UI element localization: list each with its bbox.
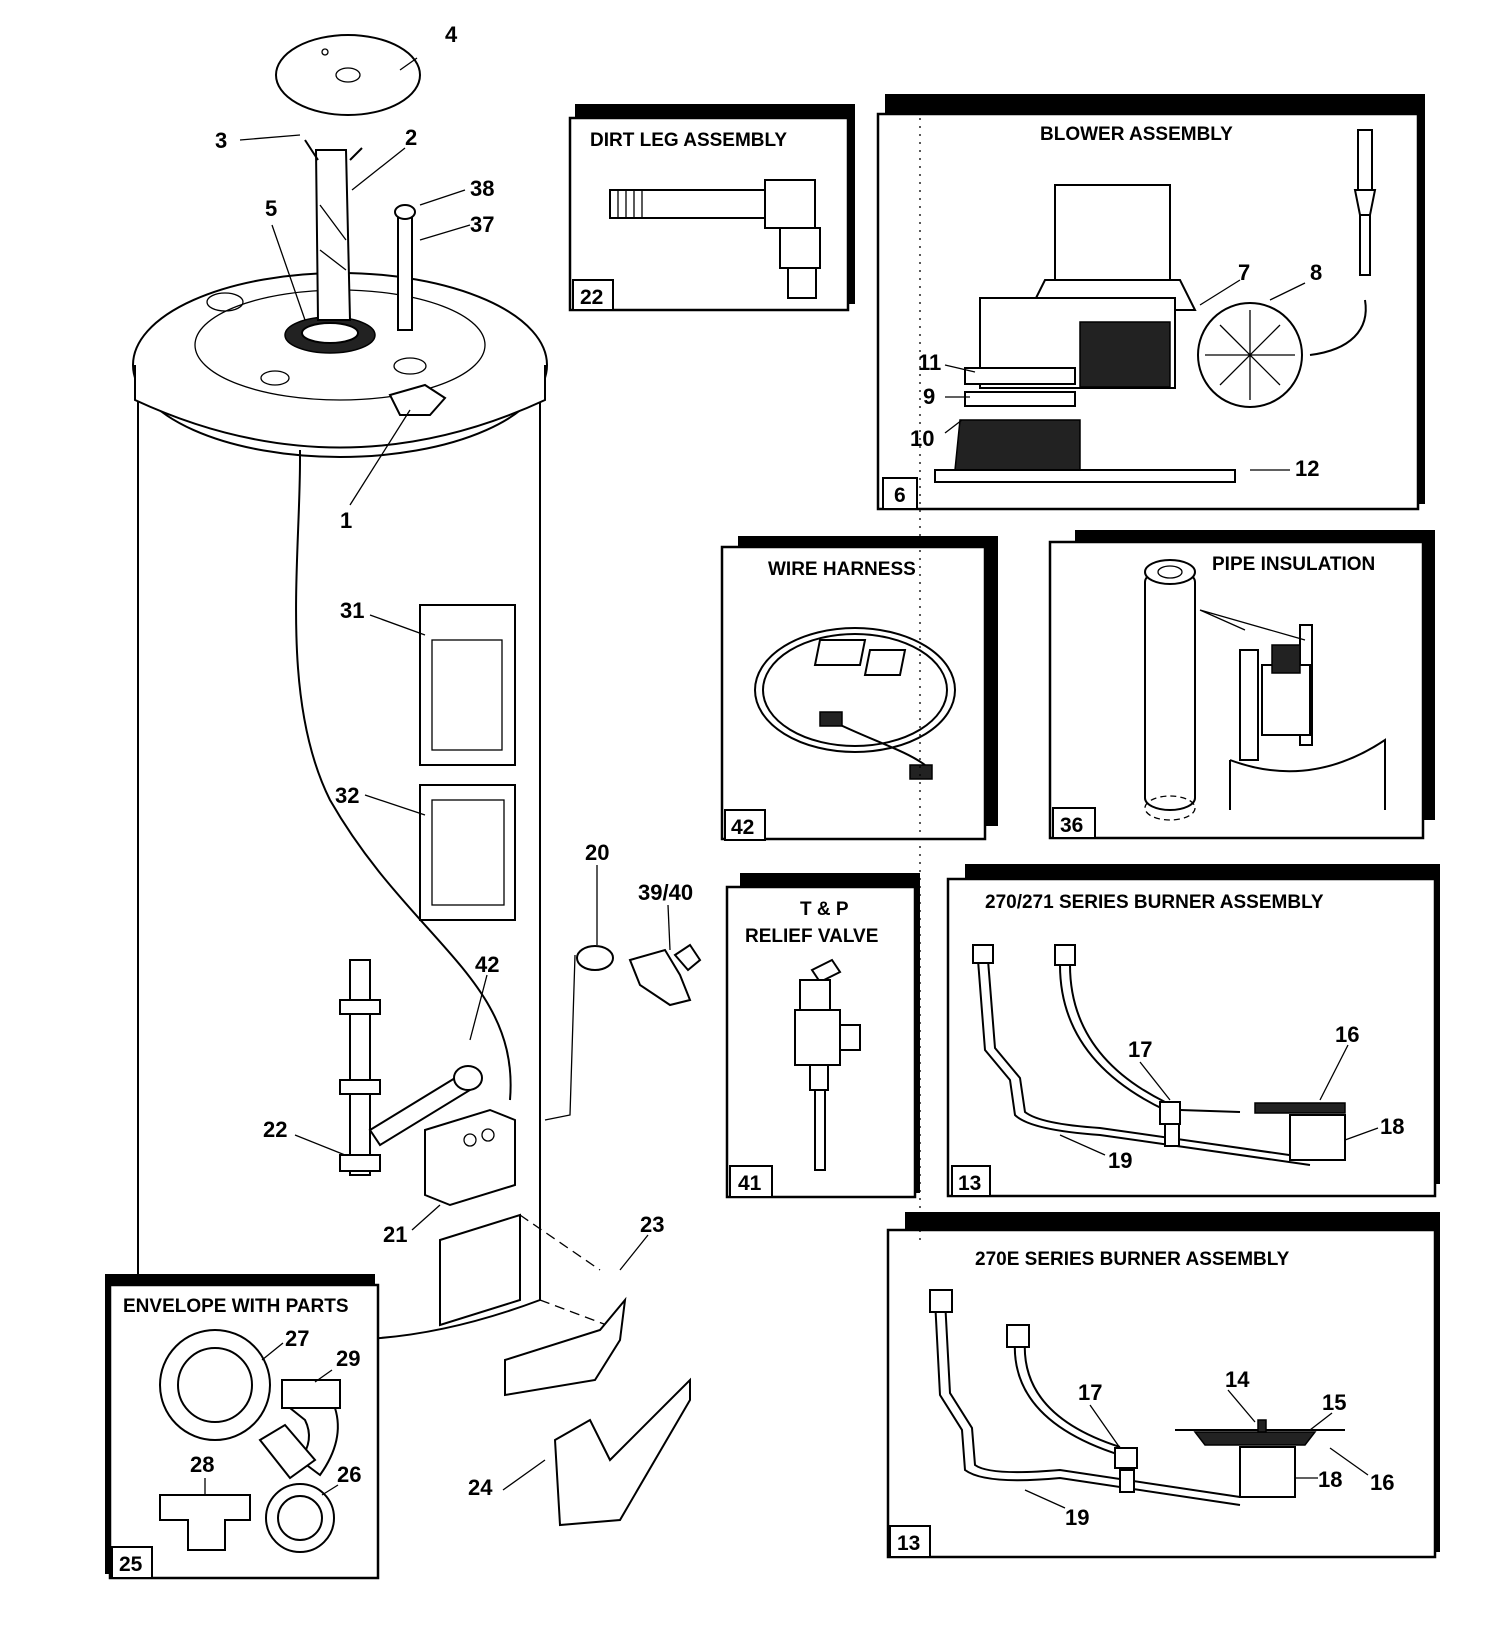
panel-dirt-leg-assembly: DIRT LEG ASSEMBLY 22 [568,104,855,312]
panel-title: 270/271 SERIES BURNER ASSEMBLY [985,892,1324,913]
label-26: 26 [337,1462,361,1487]
panel-pipe-insulation: PIPE INSULATION 36 [1048,530,1435,840]
label-37: 37 [470,212,494,237]
label-4: 4 [445,22,458,47]
label-23: 23 [640,1212,664,1237]
panel-blower-assembly: BLOWER ASSEMBLY 7 8 11 9 10 12 6 [876,94,1425,511]
label-3: 3 [215,128,227,153]
panel-title: 270E SERIES BURNER ASSEMBLY [975,1249,1290,1270]
label-7: 7 [1238,260,1250,285]
heater-callouts: 4 3 2 38 37 5 1 31 32 42 20 39/40 22 21 … [215,22,693,1500]
label-19: 19 [1108,1148,1132,1173]
panel-tp-relief-valve: T & P RELIEF VALVE 41 [725,873,920,1199]
panel-title: ENVELOPE WITH PARTS [123,1296,349,1317]
panel-burner-270e: 270E SERIES BURNER ASSEMBLY 14 15 16 17 … [886,1212,1440,1559]
panel-number: 25 [119,1553,143,1576]
panel-number: 13 [897,1532,920,1555]
label-19: 19 [1065,1505,1089,1530]
panel-title: WIRE HARNESS [768,559,916,580]
panel-number: 22 [580,286,603,309]
panel-number: 42 [731,816,754,839]
label-32: 32 [335,783,359,808]
panel-number: 13 [958,1172,981,1195]
label-38: 38 [470,176,494,201]
label-24: 24 [468,1475,493,1500]
label-29: 29 [336,1346,360,1371]
label-17: 17 [1128,1037,1152,1062]
panel-burner-270-271: 270/271 SERIES BURNER ASSEMBLY 16 17 18 … [946,864,1440,1198]
label-18: 18 [1380,1114,1404,1139]
panel-number: 36 [1060,814,1083,837]
label-10: 10 [910,426,934,451]
label-16: 16 [1335,1022,1359,1047]
panel-wire-harness: WIRE HARNESS 42 [720,536,998,841]
panel-envelope-with-parts: ENVELOPE WITH PARTS 27 29 28 26 25 [105,1274,380,1580]
label-12: 12 [1295,456,1319,481]
label-5: 5 [265,196,277,221]
label-9: 9 [923,384,935,409]
label-20: 20 [585,840,609,865]
label-18: 18 [1318,1467,1342,1492]
panel-number: 41 [738,1172,762,1195]
label-42: 42 [475,952,499,977]
panel-title-line2: RELIEF VALVE [745,926,878,947]
panel-title-line1: T & P [800,899,849,920]
label-27: 27 [285,1326,309,1351]
label-31: 31 [340,598,364,623]
label-11: 11 [918,350,941,375]
label-15: 15 [1322,1390,1346,1415]
label-2: 2 [405,125,417,150]
label-17: 17 [1078,1380,1102,1405]
label-16: 16 [1370,1470,1394,1495]
panel-title: BLOWER ASSEMBLY [1040,124,1233,145]
label-8: 8 [1310,260,1322,285]
panel-title: DIRT LEG ASSEMBLY [590,130,787,151]
label-39-40: 39/40 [638,880,693,905]
label-28: 28 [190,1452,214,1477]
panel-title: PIPE INSULATION [1212,554,1375,575]
panel-number: 6 [894,484,906,507]
label-22: 22 [263,1117,287,1142]
label-1: 1 [340,508,352,533]
label-14: 14 [1225,1367,1250,1392]
label-21: 21 [383,1222,407,1247]
water-heater [132,34,702,1527]
